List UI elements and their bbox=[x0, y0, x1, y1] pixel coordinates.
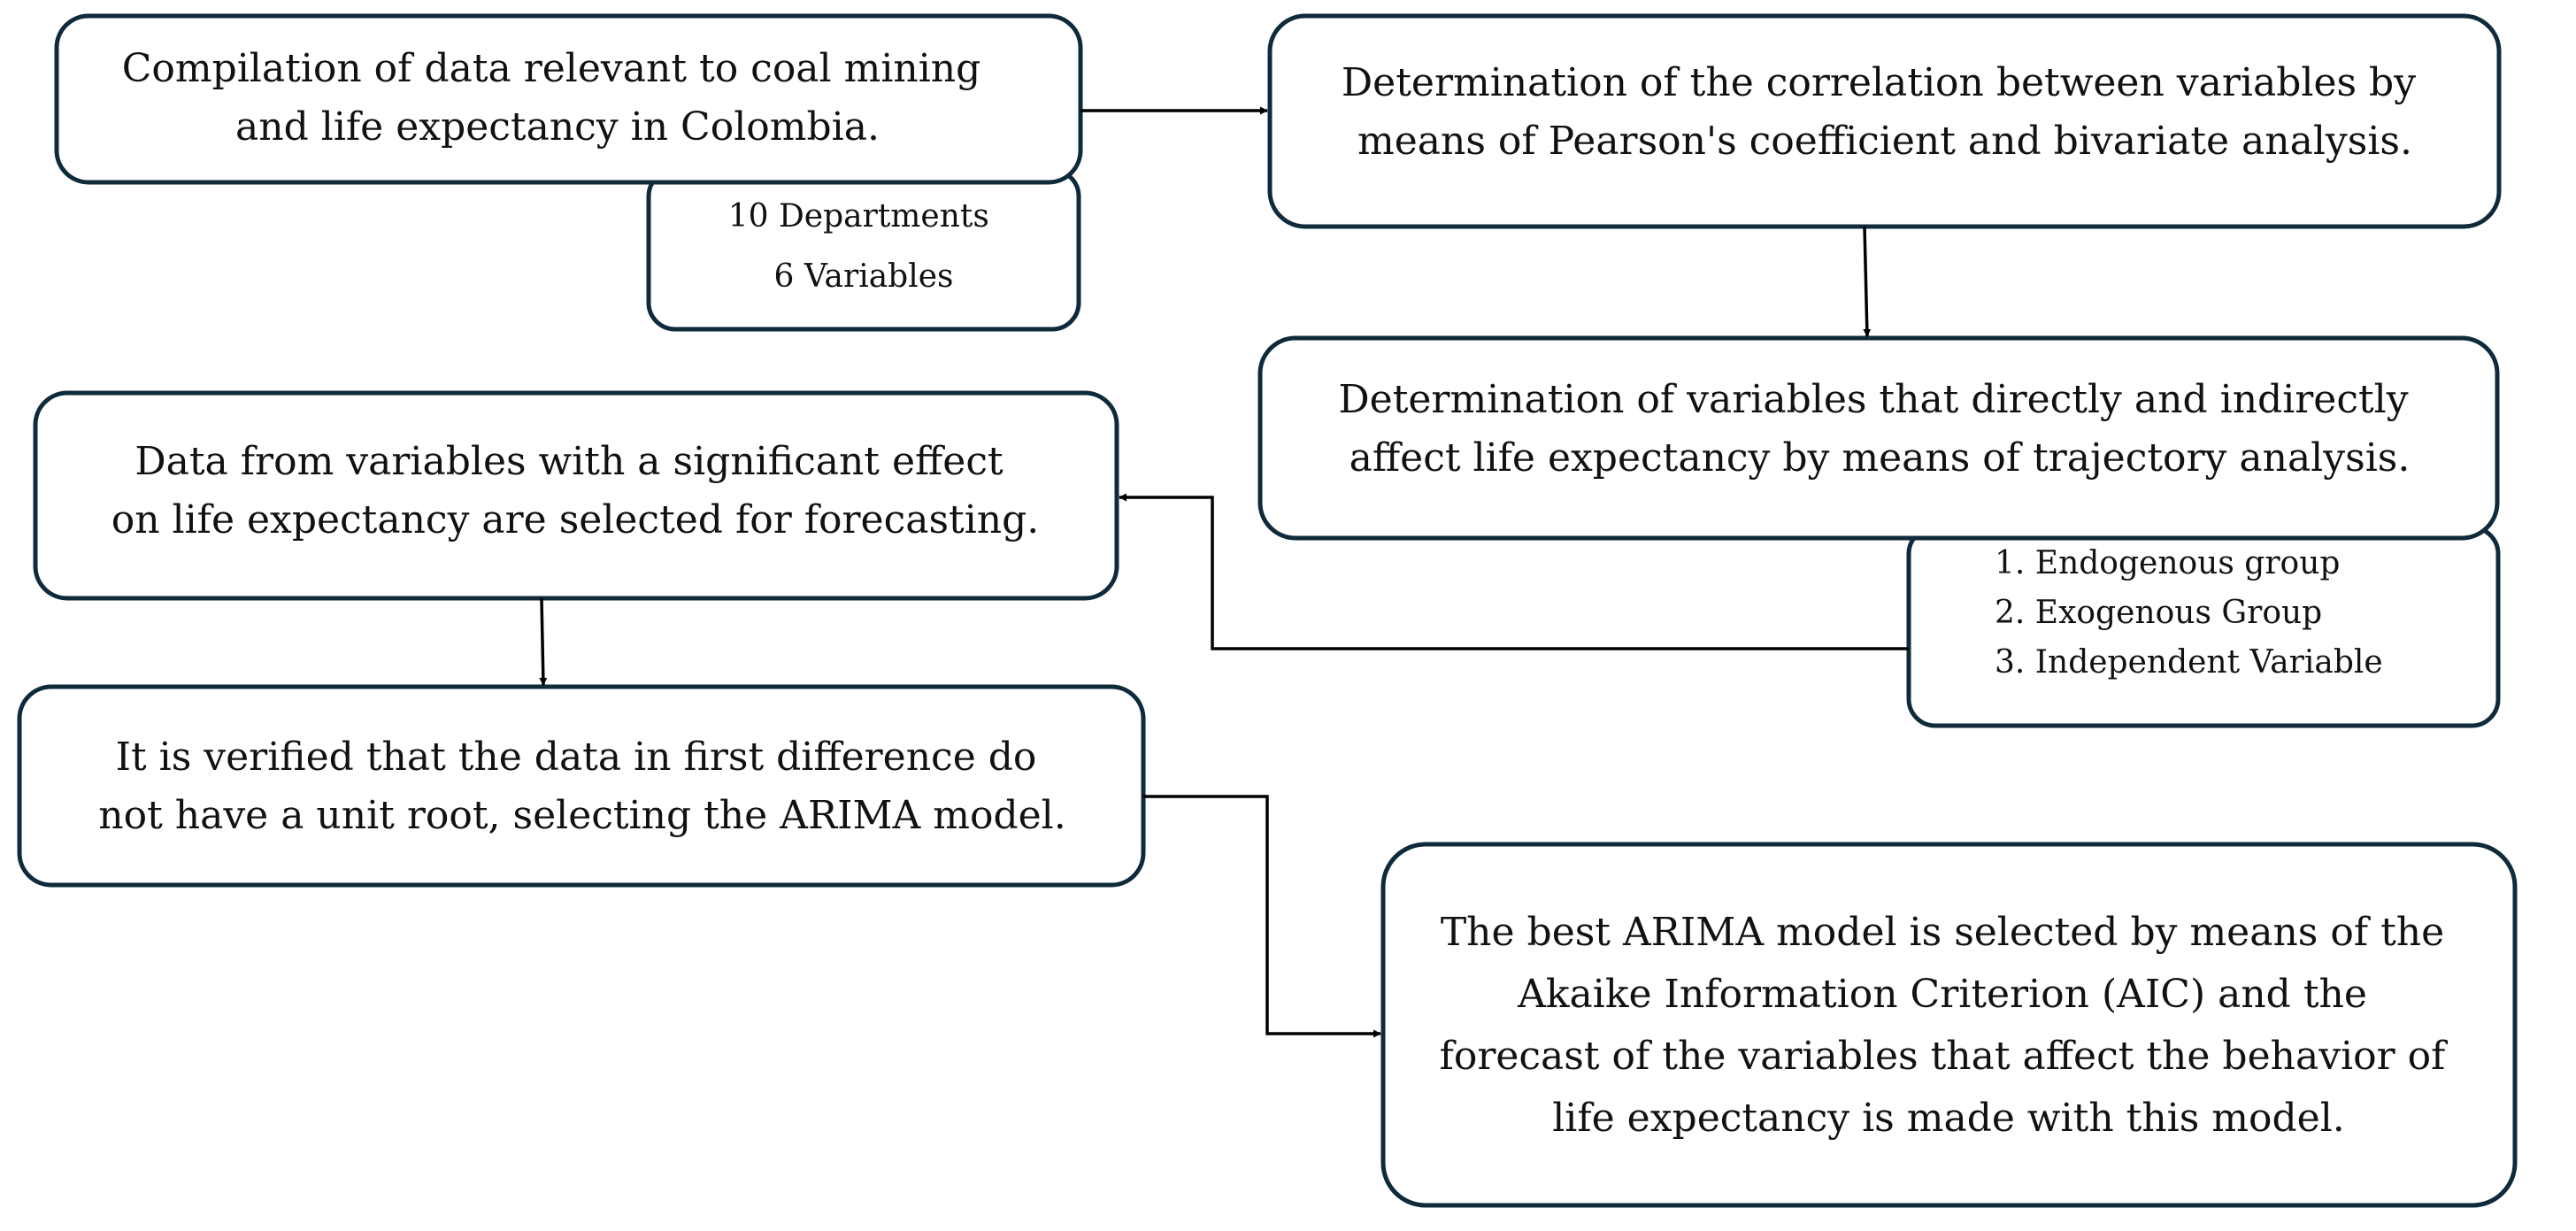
node-best-arima: The best ARIMA model is selected by mean… bbox=[1380, 842, 2518, 1208]
node-trajectory: Determination of variables that directly… bbox=[1257, 335, 2500, 541]
edge-correlation-to-trajectory bbox=[1863, 226, 1872, 337]
edge-selected-to-unit-root bbox=[539, 597, 548, 686]
node-trajectory-sub: 1. Endogenous group 2. Exogenous Group 3… bbox=[1906, 525, 2501, 728]
node-unit-root: It is verified that the data in first di… bbox=[17, 684, 1146, 888]
edge-unit-root-to-best-arima bbox=[1143, 795, 1381, 1038]
edge-trajectory-to-selected bbox=[1119, 493, 1909, 650]
node-compilation-sub: 10 Departments 6 Variables bbox=[646, 167, 1081, 332]
node-selected: Data from variables with a significant e… bbox=[33, 390, 1119, 601]
node-compilation: Compilation of data relevant to coal min… bbox=[54, 13, 1083, 185]
node-correlation: Determination of the correlation between… bbox=[1267, 13, 2502, 229]
